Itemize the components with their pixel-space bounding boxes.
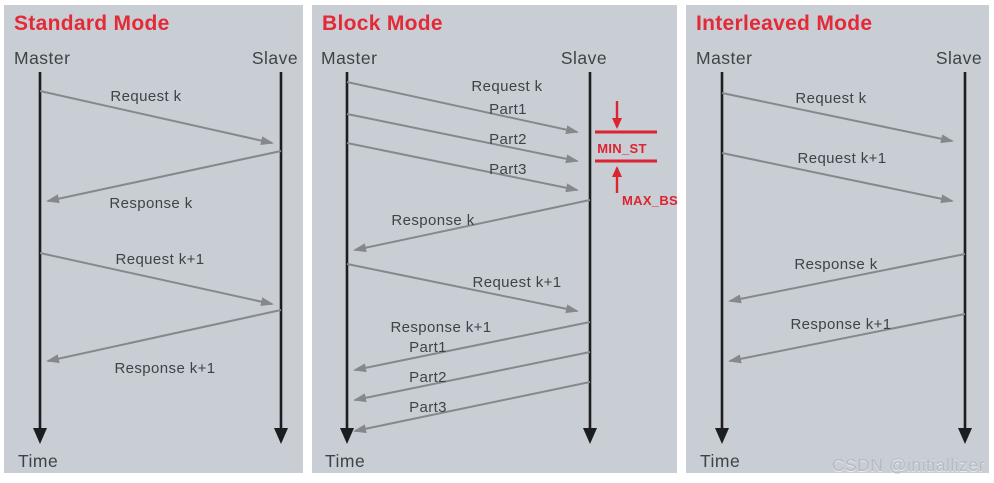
time-label: Time	[700, 451, 740, 471]
arrow-response-k	[46, 150, 282, 204]
label-request-k: Request k	[471, 78, 542, 95]
master-label: Master	[14, 48, 70, 68]
label-request-k1: Request k+1	[472, 274, 561, 291]
arrow-request-part1	[346, 81, 579, 135]
arrow-request-k	[39, 90, 274, 145]
max-bs-label: MAX_BS	[622, 193, 678, 208]
master-label: Master	[321, 48, 377, 68]
arrow-response-k	[353, 199, 591, 253]
arrow-response-part1	[353, 321, 591, 373]
panel-block-mode: Block Mode Master Slave Request k Part1 …	[312, 5, 678, 473]
arrow-request-part2	[346, 113, 579, 164]
slave-label: Slave	[936, 48, 982, 68]
panel-background	[686, 5, 989, 473]
label-request-k1: Request k+1	[797, 150, 886, 167]
arrow-response-part2	[353, 351, 591, 403]
label-request-k: Request k	[795, 90, 866, 107]
arrow-request-k1	[39, 252, 274, 307]
arrow-request-k1	[721, 152, 954, 204]
label-response-k1: Response k+1	[390, 319, 491, 336]
label-resp-part3: Part3	[409, 399, 447, 416]
label-request-k: Request k	[110, 88, 181, 105]
watermark: CSDN @initiallizer	[831, 455, 985, 475]
arrow-response-k	[728, 253, 966, 304]
slave-label: Slave	[561, 48, 607, 68]
label-part1: Part1	[489, 101, 527, 118]
label-resp-part1: Part1	[409, 339, 447, 356]
panel-title: Standard Mode	[14, 12, 170, 35]
arrow-request-k	[721, 92, 954, 144]
panel-background	[312, 5, 677, 473]
master-label: Master	[696, 48, 752, 68]
label-part2: Part2	[489, 131, 527, 148]
label-resp-part2: Part2	[409, 369, 447, 386]
arrow-response-k1	[728, 313, 966, 364]
panel-standard-mode: Standard Mode Master Slave Request k Res…	[4, 5, 303, 473]
time-label: Time	[18, 451, 58, 471]
slave-label: Slave	[252, 48, 298, 68]
label-response-k1: Response k+1	[114, 360, 215, 377]
arrow-request-part3	[346, 142, 579, 193]
label-response-k: Response k	[109, 195, 192, 212]
panel-title: Interleaved Mode	[696, 12, 872, 35]
label-response-k1: Response k+1	[790, 316, 891, 333]
label-response-k: Response k	[794, 256, 877, 273]
label-request-k1: Request k+1	[115, 251, 204, 268]
arrow-request-k1	[346, 263, 579, 314]
min-st-label: MIN_ST	[597, 141, 646, 156]
timing-annotation: MIN_ST MAX_BS	[595, 101, 678, 208]
panel-interleaved-mode: Interleaved Mode Master Slave Request k …	[686, 5, 989, 473]
arrow-response-k1	[46, 309, 282, 364]
arrow-response-part3	[353, 381, 591, 434]
label-part3: Part3	[489, 161, 527, 178]
label-response-k: Response k	[391, 212, 474, 229]
panel-title: Block Mode	[322, 12, 443, 35]
time-label: Time	[325, 451, 365, 471]
panel-background	[4, 5, 303, 473]
